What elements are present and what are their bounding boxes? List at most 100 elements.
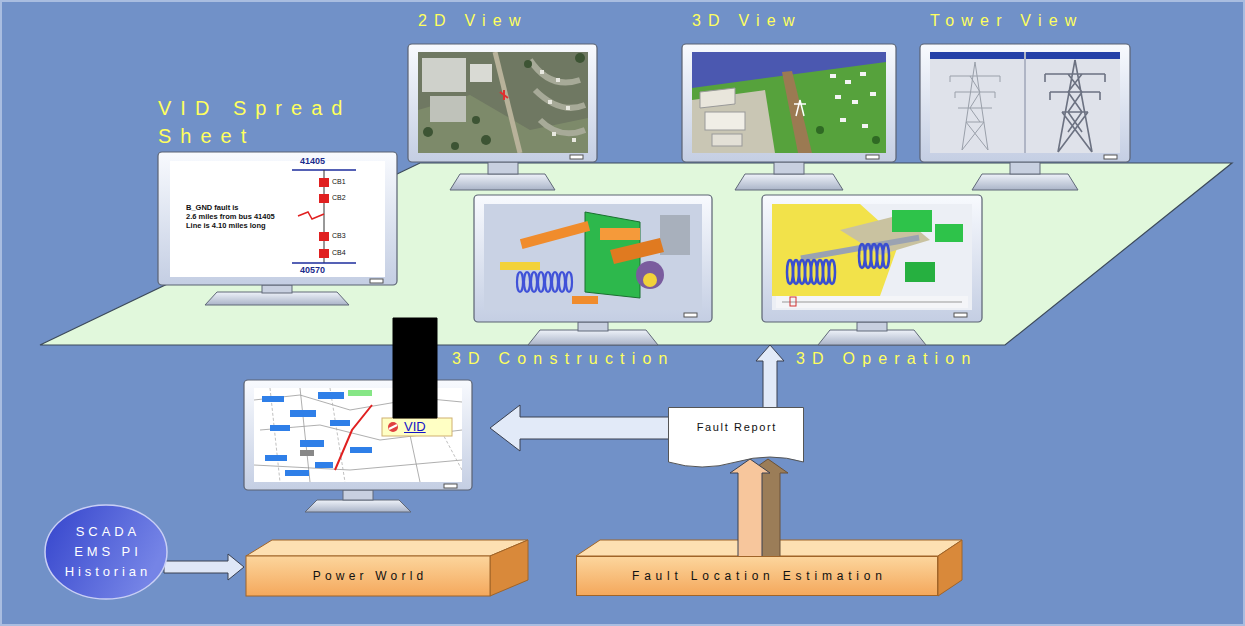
- data-feed-arrow: [164, 554, 244, 580]
- mechanism-model: [552, 272, 558, 292]
- aerial-photo: [552, 132, 556, 136]
- schematic-label: CB3: [332, 232, 346, 240]
- one-line-schematic: [319, 194, 329, 203]
- monitor: [857, 322, 887, 331]
- aerial-photo: [500, 90, 508, 100]
- aerial-photo: [556, 78, 560, 82]
- mechanism-model: [517, 272, 523, 292]
- monitor-view: 3D View: [682, 44, 896, 194]
- monitor: [682, 44, 896, 190]
- mechanism-model: [610, 238, 664, 264]
- one-line-schematic: [319, 249, 329, 258]
- aerial-photo: [524, 60, 532, 68]
- monitor: [205, 292, 349, 305]
- network-map: [388, 422, 398, 432]
- aerial-photo: [418, 95, 588, 153]
- network-map: [318, 392, 344, 399]
- aerial-photo: [575, 53, 585, 63]
- aerial-photo: [418, 52, 588, 153]
- schematic-label: CB1: [332, 178, 346, 186]
- tower-drawing: [1045, 60, 1105, 152]
- power-world-base: [246, 540, 528, 556]
- aerial-photo: [418, 52, 588, 153]
- monitor: [444, 484, 457, 488]
- power-world-base: [246, 556, 490, 596]
- view-title: 3D Operation: [796, 348, 978, 370]
- aerial-photo: [481, 135, 491, 145]
- mechanism-model: [600, 228, 640, 240]
- monitor: [684, 313, 697, 317]
- terrain-model: [840, 118, 846, 122]
- operation-animation: [790, 297, 796, 306]
- aerial-photo: [422, 58, 466, 92]
- monitor: [474, 195, 712, 322]
- operation-animation: [935, 224, 963, 242]
- monitor: [920, 44, 1130, 162]
- aerial-photo: [430, 96, 466, 122]
- network-map: [350, 447, 372, 453]
- report-arrow: [756, 345, 784, 409]
- mechanism-model: [559, 272, 565, 292]
- monitor: [370, 279, 383, 283]
- monitor: [570, 155, 583, 159]
- network-map: [285, 470, 309, 476]
- terrain-model: [816, 126, 824, 134]
- terrain-model: [872, 136, 880, 144]
- mechanism-model: [660, 215, 690, 255]
- power-world-station: Power World VID: [244, 380, 490, 596]
- terrain-model: [692, 52, 886, 153]
- network-map: [315, 462, 333, 468]
- one-line-schematic: [170, 161, 385, 277]
- fault-location-base: [938, 540, 962, 596]
- network-map: [330, 420, 350, 426]
- schematic-label: CB4: [332, 249, 346, 257]
- aerial-photo: [495, 52, 520, 153]
- node-label: Fault Location Estimation: [577, 557, 937, 595]
- operation-animation: [829, 260, 835, 284]
- data-source-ellipse: SCADA EMS PI Historian: [44, 504, 168, 600]
- schematic-label: 2.6 miles from bus 41405: [186, 213, 275, 221]
- view-title: Tower View: [930, 10, 1084, 32]
- one-line-schematic: [319, 178, 329, 187]
- network-map: [335, 405, 372, 470]
- mechanism-model: [643, 273, 657, 287]
- network-map: [290, 410, 316, 417]
- mechanism-model: [524, 272, 530, 292]
- operation-animation: [776, 296, 968, 308]
- node-label: Power World: [246, 556, 490, 596]
- monitor: [920, 44, 1130, 190]
- network-map: [270, 425, 290, 431]
- mechanism-model: [566, 272, 572, 292]
- mechanism-model: [636, 261, 664, 289]
- monitor: [972, 174, 1078, 190]
- one-line-schematic: [170, 161, 385, 277]
- mechanism-model: [545, 272, 551, 292]
- power-world-base: [246, 540, 528, 596]
- schematic-label: 40570: [300, 266, 325, 276]
- estimate-arrow: [730, 459, 770, 558]
- terrain-model: [705, 112, 745, 130]
- terrain-model: [700, 88, 735, 108]
- node-label: Fault Report: [668, 419, 804, 435]
- network-map: [300, 450, 314, 456]
- terrain-model: [692, 52, 886, 153]
- monitor: [262, 285, 292, 293]
- network-map: [389, 425, 397, 429]
- mechanism-model: [531, 272, 537, 292]
- monitor-view: 3D Construction: [474, 195, 712, 345]
- node-label: SCADA EMS PI Historian: [56, 522, 156, 582]
- monitor: [762, 195, 982, 322]
- monitor: [578, 322, 608, 331]
- schematic-label: 41405: [300, 157, 325, 167]
- vid-link-button: VID: [382, 418, 452, 436]
- monitor-view: VID Spread Sheet: [158, 152, 440, 318]
- terrain-model: [845, 80, 851, 84]
- monitor: [244, 380, 472, 512]
- document-outline: [668, 407, 804, 472]
- monitor: [528, 330, 658, 345]
- monitor-view: 2D View: [408, 44, 597, 194]
- aerial-photo: [548, 100, 552, 104]
- terrain-model: [862, 124, 868, 128]
